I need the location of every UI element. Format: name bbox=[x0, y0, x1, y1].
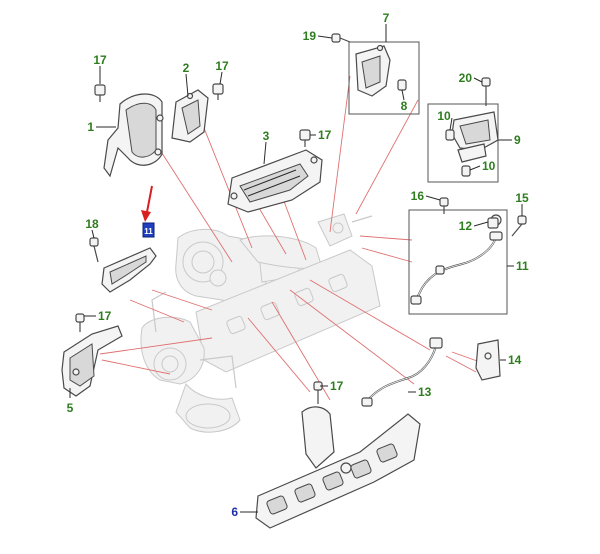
bolt-17-a[interactable] bbox=[94, 84, 106, 102]
bolt-17-d[interactable] bbox=[75, 313, 85, 332]
callout-15[interactable]: 15 bbox=[515, 191, 529, 205]
bolt-20[interactable] bbox=[481, 77, 491, 106]
callout-19[interactable]: 19 bbox=[303, 29, 317, 43]
callout-20[interactable]: 20 bbox=[459, 71, 473, 85]
bolt-19[interactable] bbox=[331, 33, 351, 43]
callout-16[interactable]: 16 bbox=[411, 189, 425, 203]
callout-5[interactable]: 5 bbox=[67, 401, 74, 415]
part-2-bracket[interactable] bbox=[171, 89, 209, 143]
callout-11[interactable]: 11 bbox=[516, 259, 529, 273]
callout-17[interactable]: 17 bbox=[318, 128, 332, 142]
bolt-16[interactable] bbox=[439, 197, 449, 214]
selected-marker-label: 11 bbox=[144, 227, 153, 236]
callout-17[interactable]: 17 bbox=[98, 309, 112, 323]
selection-arrow-icon bbox=[141, 185, 153, 222]
callout-13[interactable]: 13 bbox=[418, 385, 432, 399]
callout-18[interactable]: 18 bbox=[85, 217, 99, 231]
part-5-heat-shield[interactable] bbox=[61, 325, 123, 397]
part-12-clip[interactable] bbox=[487, 217, 499, 229]
callout-14[interactable]: 14 bbox=[508, 353, 522, 367]
part-3-heat-shield[interactable] bbox=[227, 149, 323, 213]
bolt-15[interactable] bbox=[511, 215, 527, 237]
part-selected-heat-shield[interactable] bbox=[101, 247, 157, 293]
callout-numbers: 17 1 2 17 3 17 7 19 8 20 9 10 10 16 12 1… bbox=[67, 11, 529, 519]
part-13-temperature-sensor[interactable] bbox=[361, 337, 443, 407]
part-6-manifold-gasket[interactable] bbox=[255, 406, 421, 529]
reference-lines bbox=[99, 75, 481, 401]
part-1-heat-shield[interactable] bbox=[103, 93, 164, 178]
bolt-18[interactable] bbox=[89, 237, 99, 263]
callout-8[interactable]: 8 bbox=[401, 99, 408, 113]
callout-6[interactable]: 6 bbox=[231, 505, 238, 519]
callout-12[interactable]: 12 bbox=[459, 219, 473, 233]
callout-17[interactable]: 17 bbox=[93, 53, 107, 67]
callout-1[interactable]: 1 bbox=[87, 120, 94, 134]
bolt-17-e[interactable] bbox=[313, 381, 323, 404]
callout-2[interactable]: 2 bbox=[183, 61, 190, 75]
bolt-17-c[interactable] bbox=[299, 129, 311, 147]
callout-17[interactable]: 17 bbox=[215, 59, 229, 73]
callout-17[interactable]: 17 bbox=[330, 379, 344, 393]
part-14-sensor-bracket[interactable] bbox=[475, 339, 501, 381]
bolt-17-b[interactable] bbox=[212, 83, 224, 100]
callout-9[interactable]: 9 bbox=[514, 133, 521, 147]
callout-10[interactable]: 10 bbox=[437, 109, 451, 123]
callout-10[interactable]: 10 bbox=[482, 159, 496, 173]
callout-7[interactable]: 7 bbox=[383, 11, 390, 25]
callout-leaders bbox=[69, 24, 523, 513]
engine-assembly-ghost bbox=[140, 213, 381, 433]
callout-3[interactable]: 3 bbox=[263, 129, 270, 143]
part-9-group-box[interactable] bbox=[427, 103, 499, 183]
part-7-group-box[interactable] bbox=[348, 41, 420, 115]
selected-part-marker[interactable]: 11 bbox=[142, 222, 155, 238]
